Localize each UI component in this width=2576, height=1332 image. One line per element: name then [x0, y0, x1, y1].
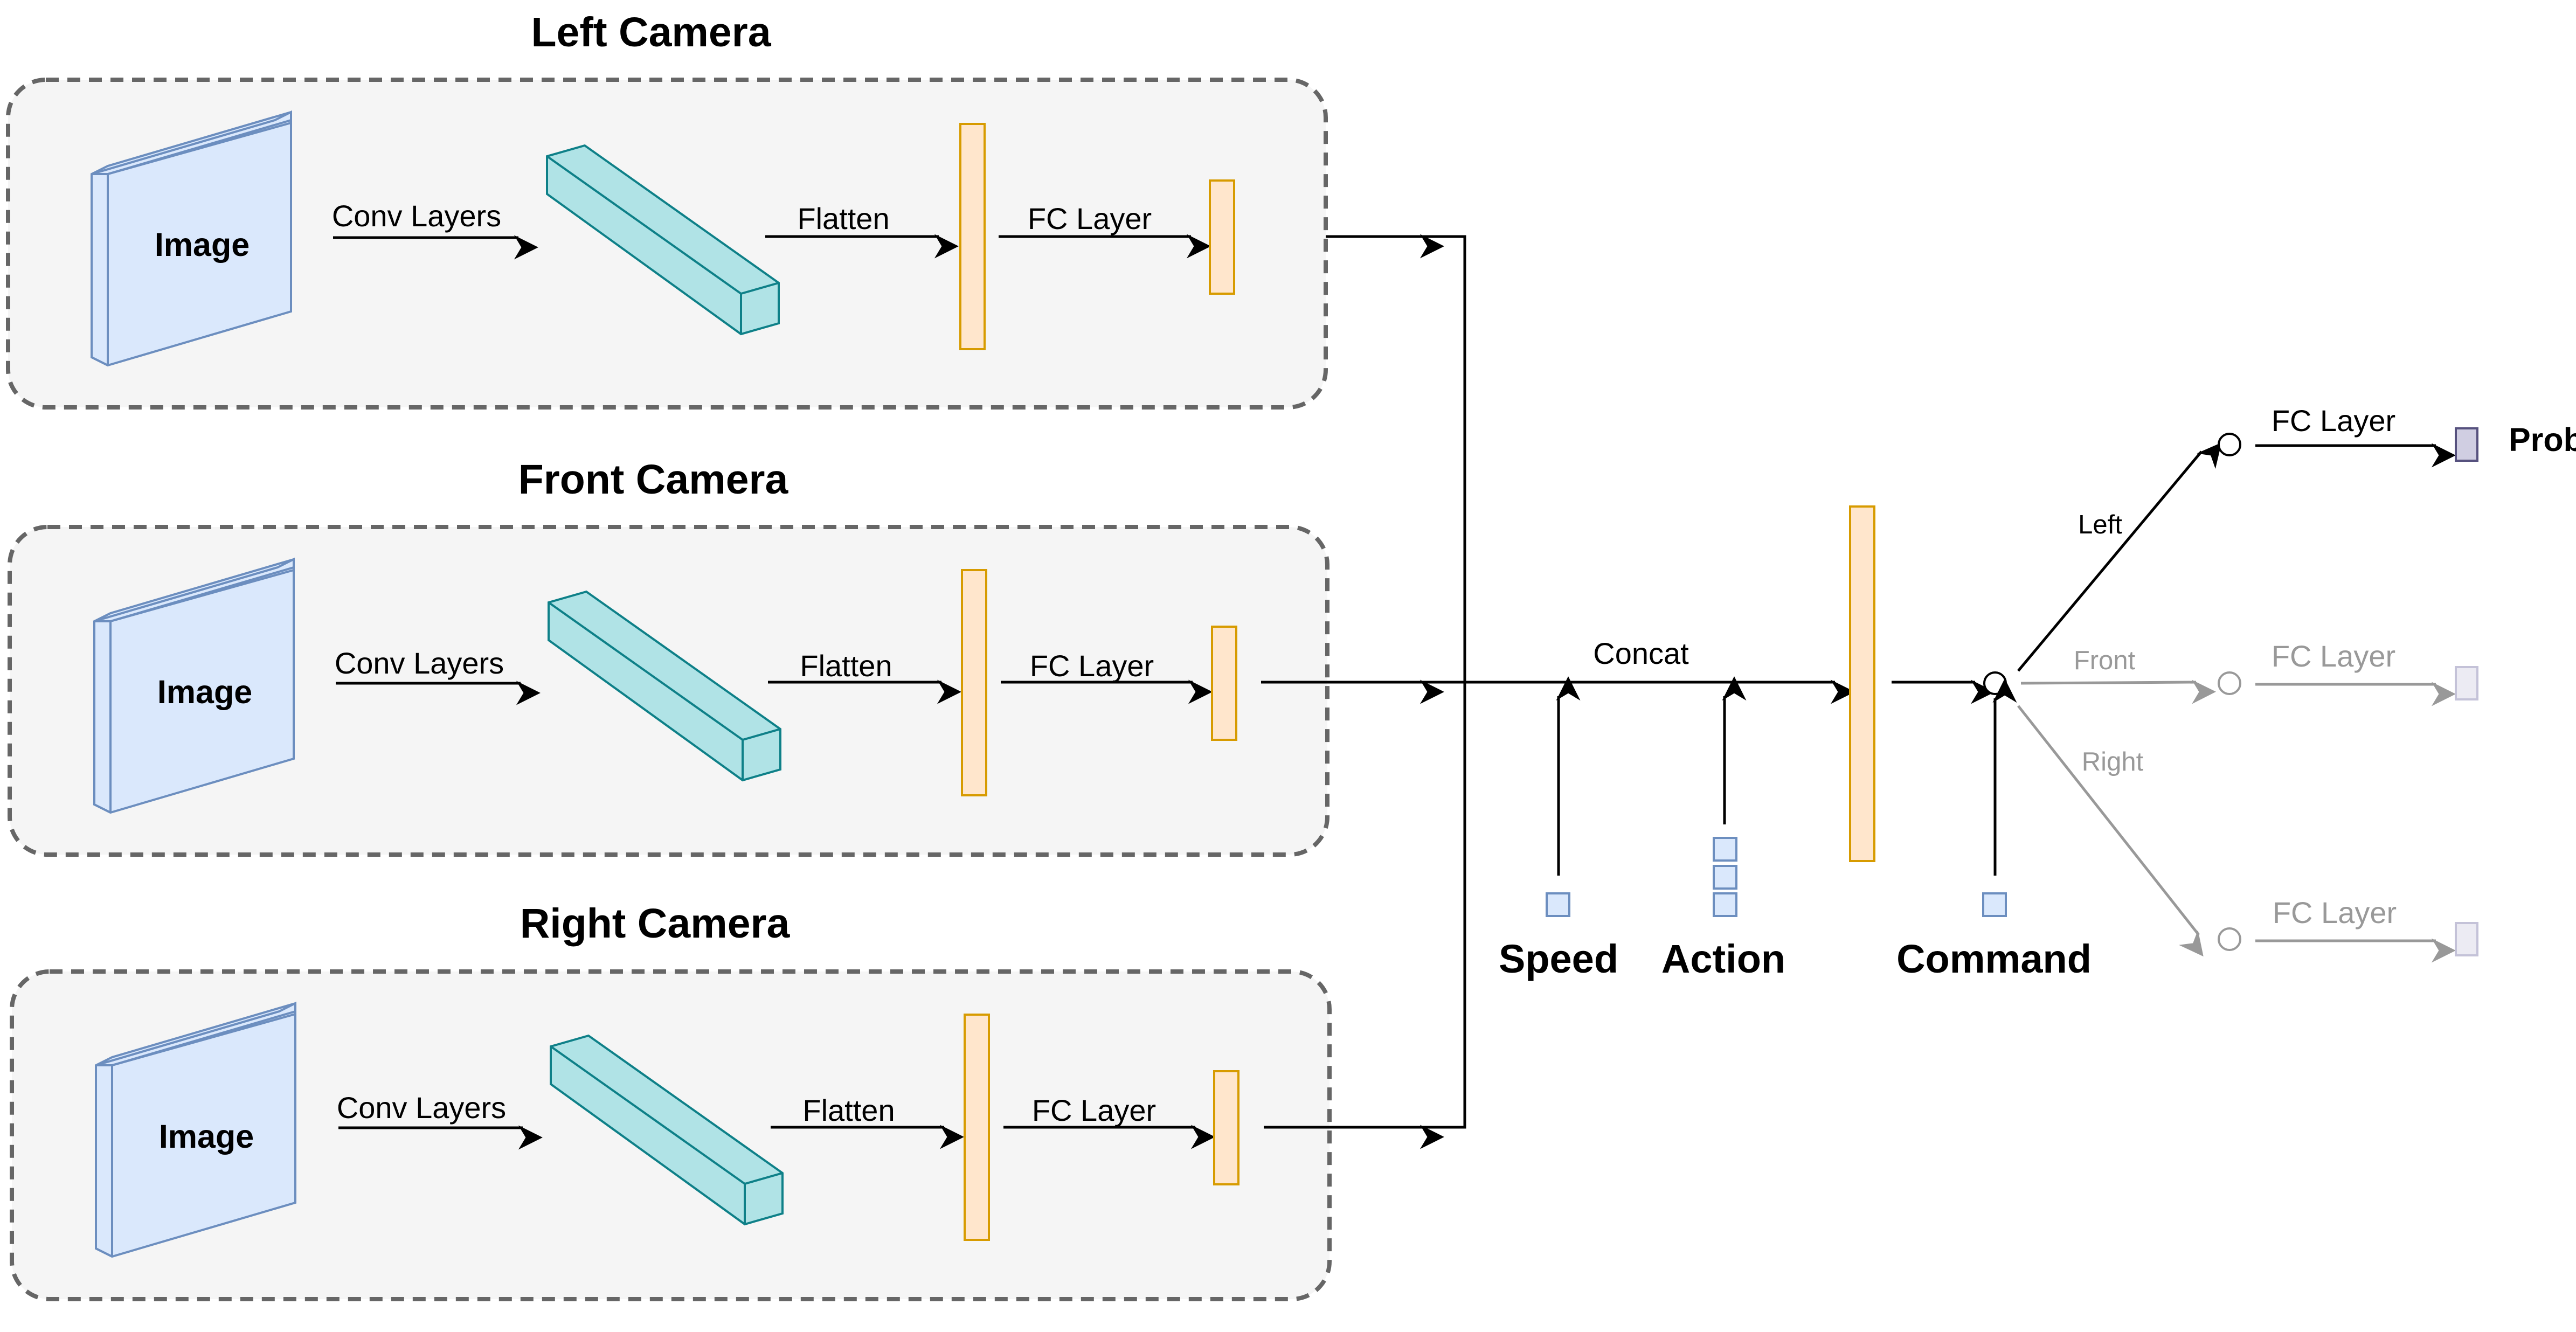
left-camera-title: Left Camera [531, 9, 771, 56]
action-vector-cell-1 [1713, 837, 1737, 862]
branch-right-label: Right [2082, 747, 2144, 776]
branch-right-arrow [2017, 705, 2204, 957]
front-conv-label: Conv Layers [335, 646, 504, 680]
right-camera-title: Right Camera [520, 900, 791, 947]
front-flatten-label: Flatten [800, 649, 892, 683]
branch-front-output-vector [2455, 666, 2478, 700]
branch-left: Left FC Layer Prob [2017, 404, 2576, 672]
branch-front-arrow [2020, 679, 2217, 704]
left-flatten-vector [959, 123, 986, 350]
left-flatten-label: Flatten [797, 202, 889, 235]
front-fc-vector [1211, 626, 1237, 741]
right-flatten-vector [964, 1014, 990, 1241]
output-prob-vector [2455, 427, 2478, 462]
command-switch-node [1983, 671, 2007, 695]
left-image-label: Image [155, 226, 250, 263]
concat-label: Concat [1593, 636, 1689, 670]
merge-connectors: Concat [1261, 234, 1855, 1149]
action-vector-cell-2 [1713, 865, 1737, 890]
right-camera-module: Right Camera Image Conv Layers Flatten F… [10, 900, 1332, 1301]
right-fc-vector [1213, 1070, 1239, 1185]
left-merge-connector [1424, 235, 1466, 682]
speed-input: Speed [1499, 676, 1618, 981]
front-camera-title: Front Camera [518, 456, 789, 503]
branch-right-output-vector [2455, 922, 2478, 956]
branch-left-node [2218, 433, 2241, 456]
output-prob-label: Prob [2509, 421, 2576, 458]
left-fc-label: FC Layer [1028, 202, 1152, 235]
right-merge-connector [1424, 682, 1466, 1129]
front-fc-label: FC Layer [1030, 649, 1154, 683]
right-image-label: Image [159, 1118, 254, 1155]
left-conv-label: Conv Layers [332, 199, 501, 233]
left-camera-module: Left Camera Image Conv Layers Flatten FC… [6, 9, 1328, 410]
front-camera-module: Front Camera Image Conv Layers Flatten F… [8, 456, 1329, 857]
speed-vector [1546, 892, 1570, 917]
action-label: Action [1661, 936, 1785, 981]
right-conv-label: Conv Layers [337, 1091, 506, 1125]
branch-right-node [2218, 927, 2241, 951]
branch-front-label: Front [2074, 646, 2136, 675]
front-flatten-vector [961, 569, 987, 796]
front-image-label: Image [157, 674, 252, 710]
branch-front: Front FC Layer [2020, 639, 2478, 706]
branch-left-label: Left [2078, 510, 2122, 539]
branch-front-fc-label: FC Layer [2272, 639, 2395, 673]
right-fc-label: FC Layer [1032, 1093, 1156, 1127]
branch-right: Right FC Layer [2017, 705, 2478, 963]
branch-right-fc-label: FC Layer [2273, 896, 2397, 929]
right-flatten-label: Flatten [802, 1093, 895, 1127]
command-label: Command [1896, 936, 2092, 981]
branch-front-node [2218, 671, 2241, 695]
left-fc-vector [1209, 179, 1235, 295]
command-input: Command [1896, 678, 2092, 981]
branch-left-arrow [2017, 442, 2222, 672]
speed-label: Speed [1499, 936, 1618, 981]
action-vector-cell-3 [1713, 892, 1737, 917]
concat-vector [1849, 505, 1875, 862]
branch-left-fc-label: FC Layer [2272, 404, 2395, 438]
command-vector [1982, 892, 2007, 917]
action-input: Action [1661, 676, 1785, 981]
